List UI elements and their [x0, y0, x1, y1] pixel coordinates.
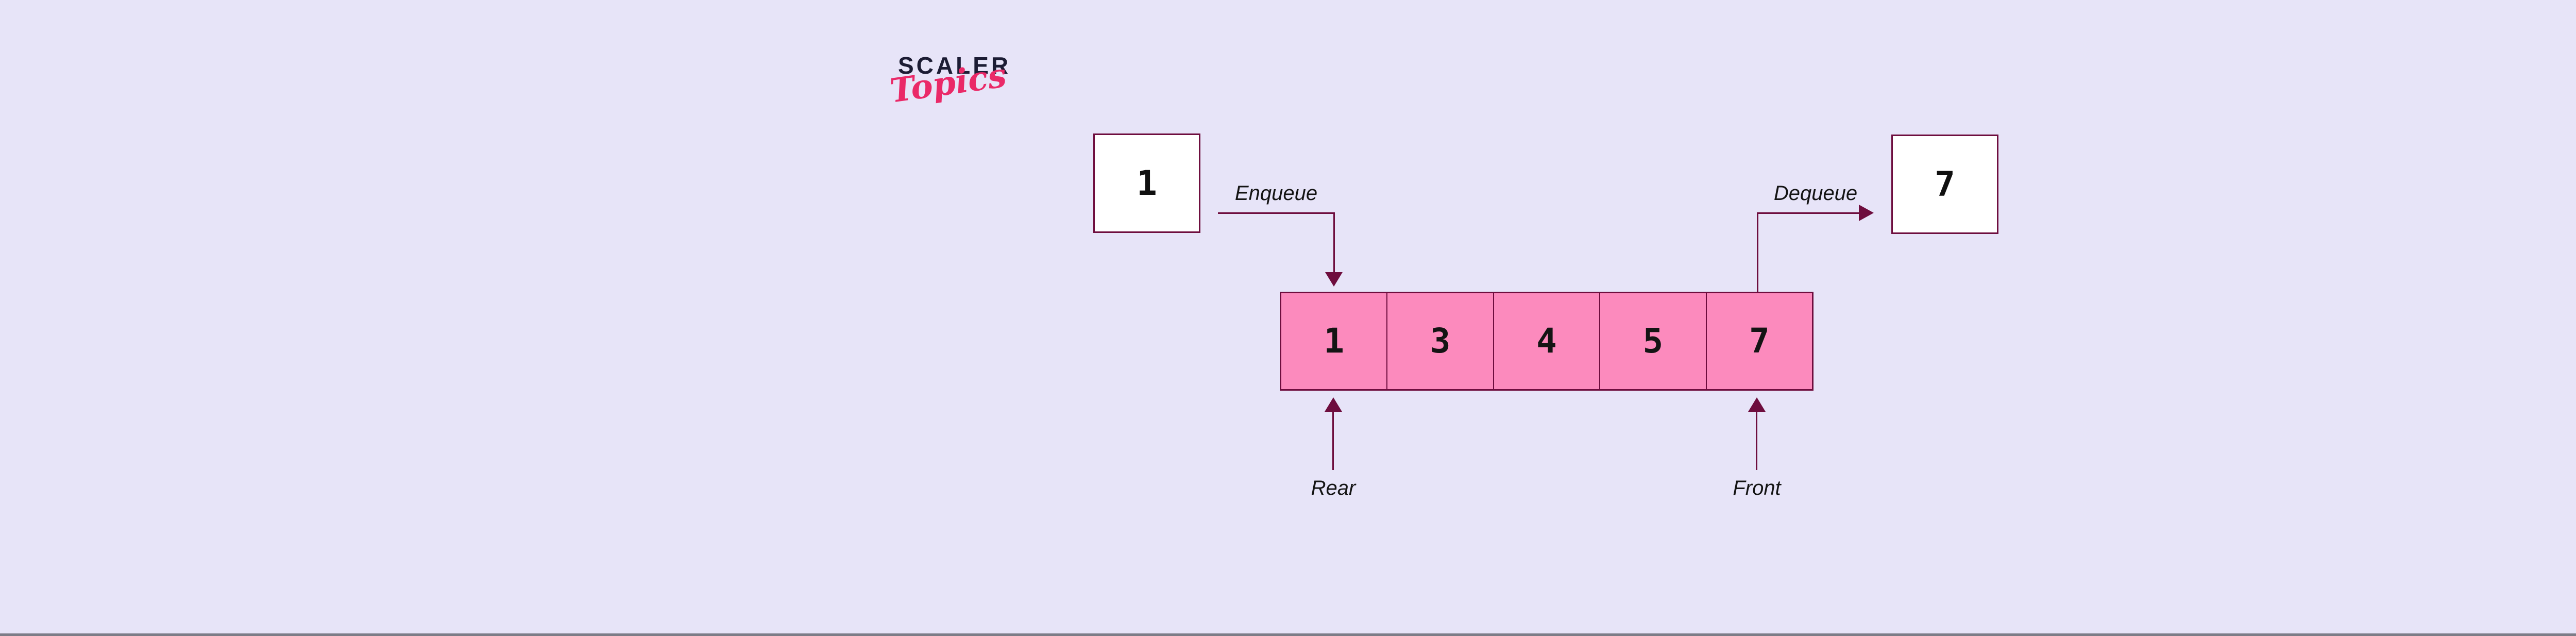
rear-label: Rear: [1311, 477, 1356, 499]
queue-array: 1 3 4 5 7: [1280, 292, 1814, 391]
front-arrowhead-up-icon: [1748, 397, 1766, 412]
enqueue-label: Enqueue: [1234, 182, 1318, 205]
queue-cell: 7: [1705, 293, 1812, 389]
queue-cell-value: 7: [1749, 321, 1770, 361]
dequeue-arrow-horizontal-line: [1757, 212, 1859, 214]
queue-cell: 5: [1599, 293, 1705, 389]
queue-cell-value: 3: [1430, 321, 1451, 361]
enqueue-arrowhead-down-icon: [1325, 272, 1343, 287]
logo-brand-text: SCALER: [898, 52, 1011, 79]
queue-cell: 3: [1386, 293, 1493, 389]
enqueue-value: 1: [1137, 163, 1157, 203]
queue-cell-value: 1: [1324, 321, 1345, 361]
dequeue-value-box: 7: [1891, 135, 1998, 234]
rear-arrow-line: [1332, 410, 1334, 470]
front-arrow-line: [1756, 410, 1757, 470]
enqueue-arrow-horizontal-line: [1218, 212, 1334, 214]
queue-cell-value: 4: [1536, 321, 1557, 361]
front-label: Front: [1733, 477, 1781, 499]
rear-arrowhead-up-icon: [1325, 397, 1342, 412]
enqueue-value-box: 1: [1093, 133, 1200, 233]
dequeue-arrowhead-right-icon: [1859, 205, 1874, 221]
dequeue-value: 7: [1935, 164, 1955, 204]
bottom-divider: [0, 633, 2576, 636]
scaler-topics-logo: SCALER Topics: [888, 52, 1044, 155]
queue-cell-value: 5: [1642, 321, 1664, 361]
dequeue-label: Dequeue: [1773, 182, 1858, 205]
enqueue-arrow-vertical-line: [1333, 212, 1335, 273]
queue-cell: 4: [1493, 293, 1599, 389]
queue-cell: 1: [1281, 293, 1386, 389]
dequeue-arrow-vertical-line: [1757, 214, 1758, 292]
